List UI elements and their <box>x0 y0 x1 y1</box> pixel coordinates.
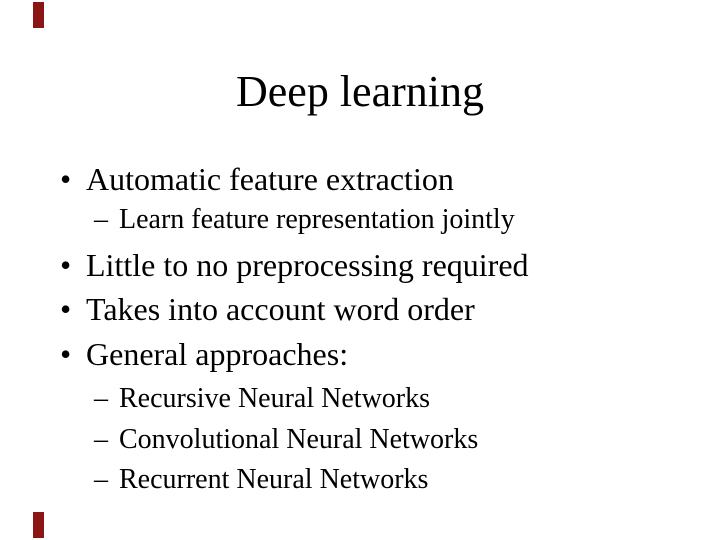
bullet-text: Takes into account word order <box>86 291 475 327</box>
dash-icon: – <box>94 424 108 455</box>
sub-bullet-text: Recurrent Neural Networks <box>119 464 429 495</box>
dash-icon: – <box>94 464 108 495</box>
bullet-text: Automatic feature extraction <box>86 161 454 197</box>
sub-bullet-item: – Recurrent Neural Networks <box>94 464 429 496</box>
dash-icon: – <box>94 204 108 235</box>
sub-bullet-item: – Convolutional Neural Networks <box>94 424 479 456</box>
dash-icon: – <box>94 383 108 414</box>
bullet-item: • Little to no preprocessing required <box>60 247 529 283</box>
sub-bullet-item: – Learn feature representation jointly <box>94 204 515 236</box>
bullet-item: • General approaches: <box>60 336 349 372</box>
bullet-icon: • <box>60 291 72 327</box>
slide-title: Deep learning <box>236 67 484 116</box>
sub-bullet-text: Learn feature representation jointly <box>119 204 515 235</box>
corner-mark-top-left <box>33 2 44 28</box>
sub-bullet-text: Recursive Neural Networks <box>119 383 431 414</box>
bullet-item: • Automatic feature extraction <box>60 161 454 197</box>
bullet-icon: • <box>60 161 72 197</box>
sub-bullet-item: – Recursive Neural Networks <box>94 383 431 415</box>
bullet-text: General approaches: <box>86 336 349 372</box>
bullet-text: Little to no preprocessing required <box>86 247 529 283</box>
corner-mark-bottom-left <box>33 512 44 538</box>
bullet-icon: • <box>60 247 72 283</box>
bullet-item: • Takes into account word order <box>60 291 475 327</box>
bullet-icon: • <box>60 336 72 372</box>
sub-bullet-text: Convolutional Neural Networks <box>119 424 479 455</box>
